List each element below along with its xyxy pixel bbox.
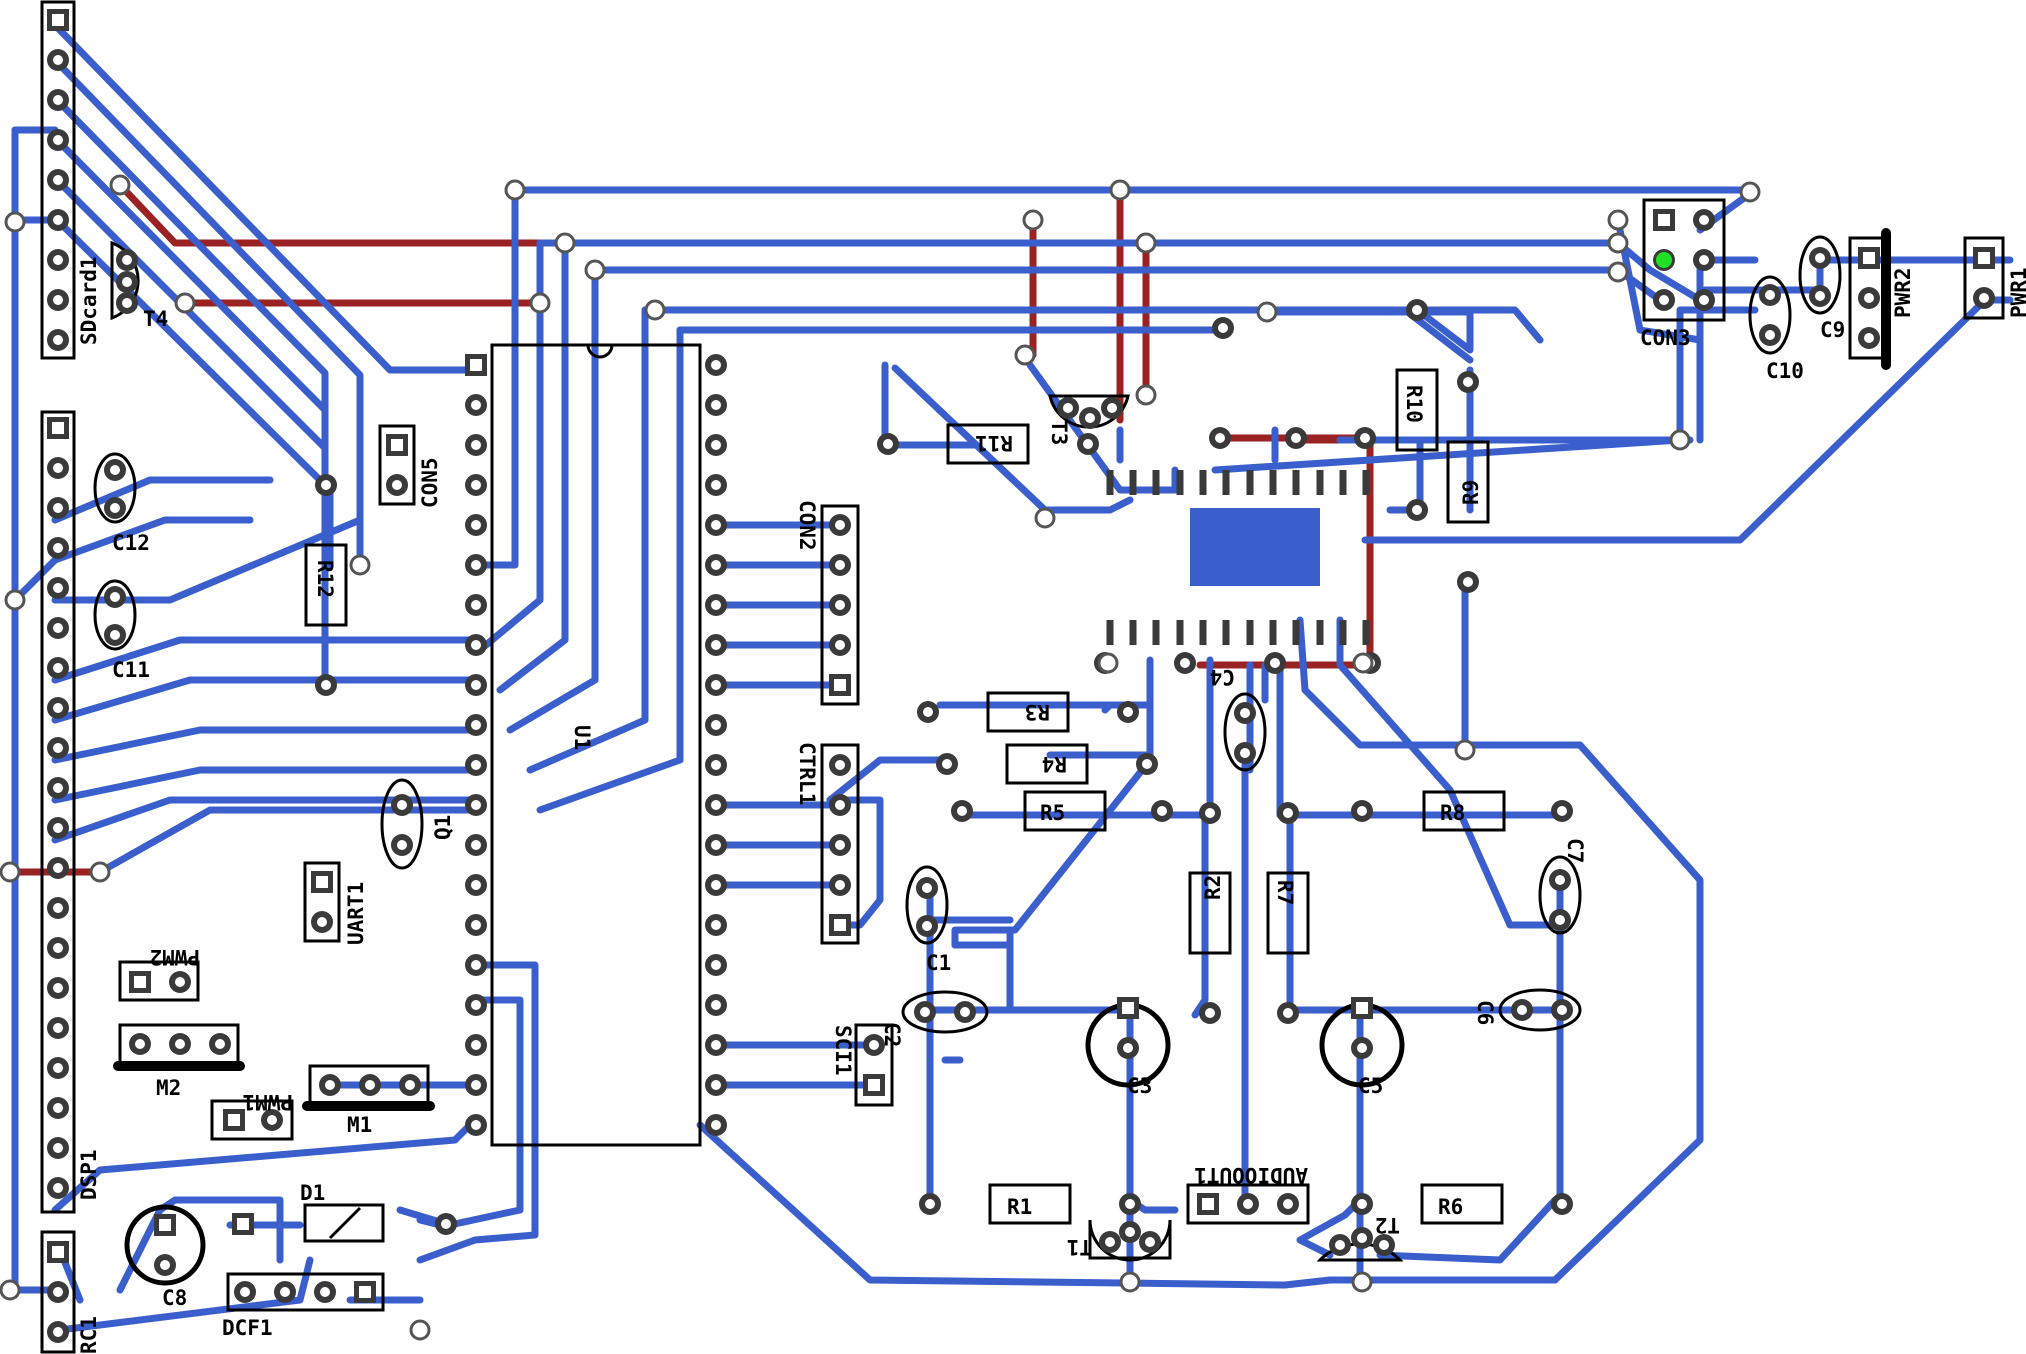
label-audioout1: AUDIOOUT1: [1194, 1163, 1308, 1187]
label-c9: C9: [1820, 318, 1845, 342]
label-t3: T3: [1047, 420, 1071, 445]
label-c1: C1: [926, 951, 951, 975]
label-u1: U1: [570, 725, 594, 750]
label-t2: T2: [1375, 1213, 1400, 1237]
label-c10: C10: [1766, 359, 1804, 383]
label-r5: R5: [1040, 801, 1065, 825]
label-pwm2: PWM2: [149, 945, 200, 969]
label-sci1: SCI1: [831, 1025, 855, 1076]
label-c4: C4: [1210, 665, 1235, 689]
label-ctrl1: CTRL1: [795, 742, 819, 805]
label-r8: R8: [1440, 801, 1465, 825]
label-r2: R2: [1201, 875, 1225, 900]
label-c12: C12: [112, 531, 150, 555]
label-m2: M2: [156, 1076, 181, 1100]
label-c3: C3: [1127, 1074, 1152, 1098]
smd-pins: [1106, 470, 1370, 645]
labels: SDcard1 T4 C12 C11 R12 CON5 Q1 UART1 PWM…: [77, 256, 2026, 1354]
label-r1: R1: [1007, 1195, 1032, 1219]
highlight-pad: [1656, 252, 1672, 268]
component-outlines: [40, 0, 2005, 1354]
label-pwr2: PWR2: [1891, 267, 1915, 318]
label-r10: R10: [1402, 385, 1426, 423]
bottom-layer-traces: [11, 21, 2014, 1334]
label-r9: R9: [1459, 480, 1483, 505]
label-c7: C7: [1563, 838, 1587, 863]
label-q1: Q1: [431, 815, 455, 840]
label-m1: M1: [347, 1113, 372, 1137]
label-r4: R4: [1042, 752, 1067, 776]
label-c6: C6: [1473, 1000, 1497, 1025]
label-r3: R3: [1025, 700, 1050, 724]
label-con3: CON3: [1640, 326, 1691, 350]
label-r7: R7: [1273, 880, 1297, 905]
connector-bars: [113, 228, 1891, 1111]
label-d1: D1: [300, 1181, 325, 1205]
label-t4: T4: [143, 307, 168, 331]
label-sdcard1: SDcard1: [77, 256, 101, 345]
label-t1: T1: [1067, 1235, 1092, 1259]
label-c11: C11: [112, 658, 150, 682]
label-rc1: RC1: [77, 1316, 101, 1354]
label-uart1: UART1: [344, 882, 368, 945]
label-r6: R6: [1438, 1195, 1463, 1219]
label-pwr1: PWR1: [2007, 267, 2026, 318]
label-pwm1: PWM1: [242, 1090, 293, 1114]
label-r12: R12: [313, 560, 337, 598]
label-c5: C5: [1358, 1074, 1383, 1098]
pads: [47, 9, 1995, 1343]
label-c8: C8: [162, 1286, 187, 1310]
label-con2: CON2: [795, 500, 819, 551]
label-c2: C2: [880, 1022, 904, 1047]
label-r11: R11: [975, 431, 1013, 455]
label-dsp1: DSP1: [77, 1149, 101, 1200]
label-dcf1: DCF1: [222, 1316, 273, 1340]
label-con5: CON5: [418, 457, 442, 508]
